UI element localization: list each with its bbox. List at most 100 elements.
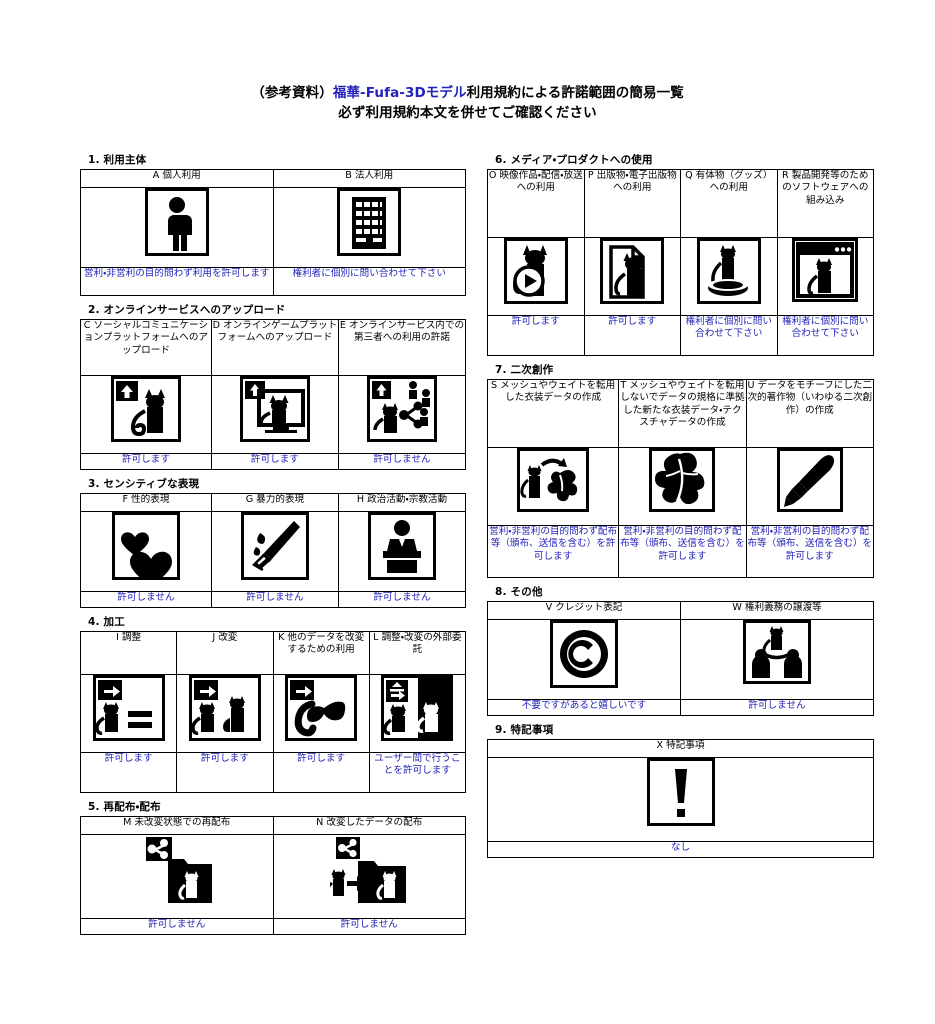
cell-header-G: G 暴力的表現 (210, 493, 339, 512)
share-folder-cat-modified-icon (330, 835, 408, 905)
table-row-note: 営利・非営利の目的問わず利用を許可します 権利者に個別に問い合わせて下さい (80, 267, 466, 296)
cell-header-M: M 未改変状態での再配布 (80, 816, 274, 835)
section-1-heading: 1. 利用主体 (88, 154, 147, 166)
cell-note-C: 許可します (80, 453, 212, 470)
table-row-note: 営利・非営利の目的問わず配布等（頒布、送信を含む）を許可します 営利・非営利の目… (486, 525, 875, 578)
cell-note-M: 許可しません (80, 918, 274, 935)
cell-header-I: I 調整 (79, 631, 178, 675)
table-row-header: O 映像作品・配信・放送への利用 P 出版物・電子出版物への利用 Q 有体物（グ… (487, 169, 874, 238)
section-1-table: A 個人利用 B 法人利用 (80, 169, 466, 296)
table-row-icon (487, 237, 874, 316)
title-suffix: 利用規約による許諾範囲の簡易一覧 (466, 85, 684, 101)
table-row-header: A 個人利用 B 法人利用 (80, 169, 466, 188)
table-row-note: 不要ですがあると嬉しいです 許可しません (487, 699, 874, 716)
cell-header-O: O 映像作品・配信・放送への利用 (487, 169, 585, 238)
cell-header-P: P 出版物・電子出版物への利用 (583, 169, 681, 238)
cell-note-S: 営利・非営利の目的問わず配布等（頒布、送信を含む）を許可します (486, 525, 620, 578)
cell-icon-S (486, 447, 620, 526)
section-5-table: M 未改変状態での再配布 N 改変したデータの配布 (80, 816, 466, 935)
section-8: 8. その他 V クレジット表記 W 権利義務の譲渡等 (487, 584, 874, 716)
hearts-icon (111, 512, 180, 580)
title-prefix: （参考資料） (251, 85, 333, 101)
cell-note-O: 許可します (487, 315, 585, 356)
section-7-heading: 7. 二次創作 (495, 364, 554, 376)
section-4-table: I 調整 J 改変 K 他のデータを改変するための利用 L 調整・改変の外部委託 (79, 631, 467, 793)
section-3: 3. センシティブな表現 F 性的表現 G 暴力的表現 H 政治活動・宗教活動 (80, 476, 467, 608)
section-6: 6. メディア・プロダクトへの使用 O 映像作品・配信・放送への利用 P 出版物… (487, 152, 874, 356)
cell-header-D: D オンラインゲームプラットフォームへのアップロード (210, 319, 339, 376)
cell-icon-O (487, 237, 585, 316)
cell-icon-T (618, 447, 747, 526)
cell-icon-F (80, 511, 212, 592)
arrow-cat-equals-icon (92, 675, 165, 741)
section-9-table: X 特記事項 なし (487, 739, 874, 858)
document-title: （参考資料）福華-Fufa-3Dモデル利用規約による許諾範囲の簡易一覧 必ず利用… (0, 84, 935, 123)
cell-icon-Q (680, 237, 778, 316)
cell-header-W: W 権利義務の譲渡等 (680, 601, 874, 620)
cell-header-A: A 個人利用 (80, 169, 274, 188)
cell-header-X: X 特記事項 (487, 739, 874, 758)
cell-header-R: R 製品開発等のためのソフトウェアへの組み込み (776, 169, 874, 238)
arrow-tail-bow-icon (285, 675, 358, 741)
section-5-heading: 5. 再配布・配布 (88, 801, 161, 813)
cell-note-E: 許可しません (337, 453, 467, 470)
table-row-note: 許可します 許可します 権利者に個別に問い合わせて下さい 権利者に個別に問い合わ… (487, 315, 874, 356)
section-3-table: F 性的表現 G 暴力的表現 H 政治活動・宗教活動 (80, 493, 467, 608)
paintbrush-icon (776, 448, 843, 512)
table-row-icon (80, 511, 467, 592)
cell-note-H: 許可しません (337, 591, 467, 608)
cell-note-P: 許可します (583, 315, 681, 356)
cell-icon-W (680, 619, 874, 700)
cell-header-S: S メッシュやウェイトを転用した衣装データの作成 (486, 379, 620, 448)
table-row-icon (79, 674, 467, 753)
table-row-header: S メッシュやウェイトを転用した衣装データの作成 T メッシュやウェイトを転用し… (486, 379, 875, 448)
cell-icon-C (80, 375, 212, 454)
section-2-table: C ソーシャルコミュニケーションプラットフォームへのアップロード D オンライン… (80, 319, 467, 470)
cell-note-G: 許可しません (210, 591, 339, 608)
cell-icon-U (745, 447, 875, 526)
cell-header-U: U データをモチーフにした二次的著作物（いわゆる二次創作）の作成 (745, 379, 875, 448)
cat-play-button-icon (503, 238, 568, 304)
arrow-cat-outsource-icon (381, 675, 454, 741)
section-4-heading: 4. 加工 (88, 616, 125, 628)
section-1: 1. 利用主体 A 個人利用 B 法人利用 (80, 152, 466, 296)
cell-icon-I (79, 674, 178, 753)
section-9: 9. 特記事項 X 特記事項 (487, 722, 874, 858)
table-row-header: F 性的表現 G 暴力的表現 H 政治活動・宗教活動 (80, 493, 467, 512)
cell-note-L: ユーザー間で行うことを許可します (368, 752, 467, 793)
cell-icon-L (368, 674, 467, 753)
cell-icon-X (487, 757, 874, 842)
cat-to-cloth-icon (517, 448, 590, 512)
cell-note-R: 権利者に個別に問い合わせて下さい (776, 315, 874, 356)
cell-note-J: 許可します (176, 752, 274, 793)
cell-header-B: B 法人利用 (272, 169, 466, 188)
cell-icon-A (80, 187, 274, 268)
section-3-heading: 3. センシティブな表現 (88, 478, 200, 490)
section-4: 4. 加工 I 調整 J 改変 K 他のデータを改変するための利用 L 調整・改… (79, 614, 467, 793)
cell-note-B: 権利者に個別に問い合わせて下さい (272, 267, 466, 296)
cell-note-D: 許可します (210, 453, 339, 470)
title-line-1: （参考資料）福華-Fufa-3Dモデル利用規約による許諾範囲の簡易一覧 (0, 84, 935, 104)
cell-note-Q: 権利者に個別に問い合わせて下さい (680, 315, 778, 356)
table-row-note: 許可します 許可します 許可しません (80, 453, 467, 470)
cell-icon-V (487, 619, 681, 700)
title-line-2: 必ず利用規約本文を併せてご確認ください (338, 104, 597, 121)
cell-header-J: J 改変 (176, 631, 274, 675)
table-row-header: X 特記事項 (487, 739, 874, 758)
cell-header-H: H 政治活動・宗教活動 (337, 493, 467, 512)
copyright-icon (550, 620, 618, 688)
upload-cat-monitor-icon (239, 376, 310, 442)
cell-icon-N (272, 834, 466, 919)
section-8-heading: 8. その他 (495, 586, 543, 598)
table-row-header: C ソーシャルコミュニケーションプラットフォームへのアップロード D オンライン… (80, 319, 467, 376)
cell-note-X: なし (487, 841, 874, 858)
cell-header-L: L 調整・改変の外部委託 (368, 631, 467, 675)
cell-icon-G (210, 511, 339, 592)
section-2-heading: 2. オンラインサービスへのアップロード (88, 304, 286, 316)
cloth-burst-icon (649, 448, 716, 512)
cell-icon-H (337, 511, 467, 592)
table-row-note: 許可しません 許可しません 許可しません (80, 591, 467, 608)
transfer-people-cat-icon (743, 620, 811, 684)
cell-header-V: V クレジット表記 (487, 601, 681, 620)
